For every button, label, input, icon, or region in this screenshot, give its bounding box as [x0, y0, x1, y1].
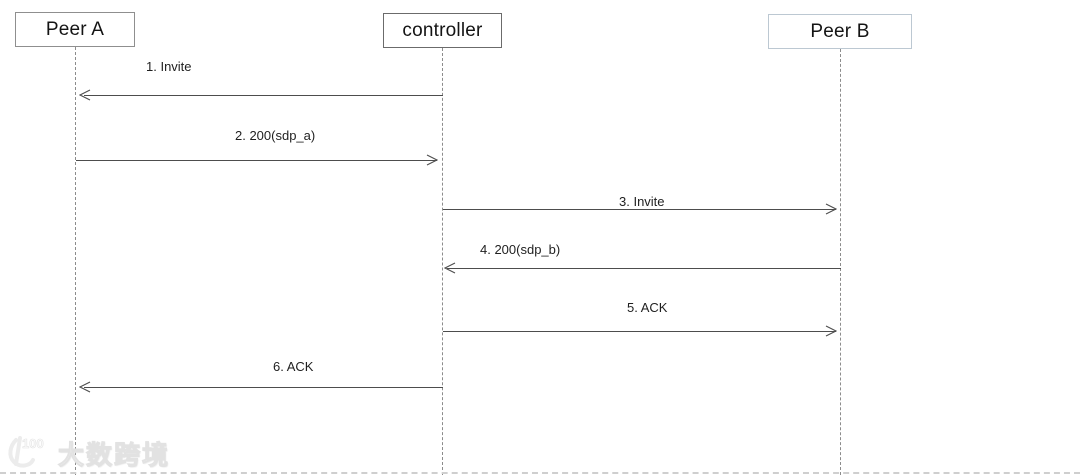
watermark-logo-icon: 100 [8, 436, 44, 468]
bottom-dashed-line [0, 472, 1080, 474]
message-line-4 [447, 268, 841, 269]
lifeline-controller [442, 48, 443, 475]
message-line-1 [84, 95, 443, 96]
arrowhead-left-icon [79, 89, 91, 101]
svg-text:100: 100 [22, 436, 44, 451]
message-line-2 [76, 160, 437, 161]
message-line-6 [84, 387, 443, 388]
lifeline-peer-a [75, 47, 76, 475]
message-label-3: 3. Invite [619, 194, 665, 209]
actor-label-peer-b: Peer B [810, 20, 870, 42]
message-line-3 [443, 209, 836, 210]
actor-box-peer-a: Peer A [15, 12, 135, 47]
actor-box-peer-b: Peer B [768, 14, 912, 49]
lifeline-peer-b [840, 49, 841, 475]
arrowhead-right-icon [825, 203, 837, 215]
message-label-6: 6. ACK [273, 359, 314, 374]
watermark: 100 大数跨境 [6, 434, 170, 472]
actor-label-controller: controller [402, 19, 483, 41]
message-label-2: 2. 200(sdp_a) [235, 128, 316, 143]
actor-label-peer-a: Peer A [45, 18, 105, 40]
arrowhead-left-icon [79, 381, 91, 393]
message-label-1: 1. Invite [146, 59, 192, 74]
arrowhead-left-icon [444, 262, 456, 274]
message-label-4: 4. 200(sdp_b) [480, 242, 561, 257]
arrowhead-right-icon [825, 325, 837, 337]
message-label-5: 5. ACK [627, 300, 668, 315]
actor-box-controller: controller [383, 13, 502, 48]
arrowhead-right-icon [426, 154, 438, 166]
message-line-5 [443, 331, 836, 332]
